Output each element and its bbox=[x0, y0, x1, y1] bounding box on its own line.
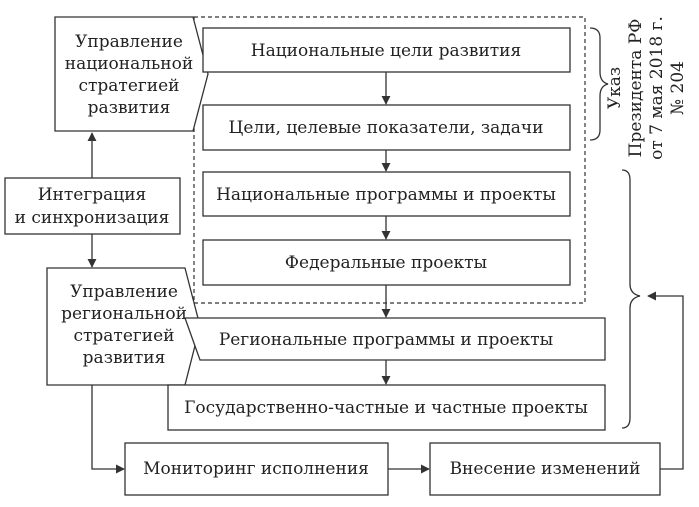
integration-line-1: Интеграция bbox=[38, 185, 147, 205]
national-management-line-4: развития bbox=[88, 98, 171, 118]
federal-projects-node: Федеральные проекты bbox=[202, 239, 571, 286]
goals-indicators-label: Цели, целевые показатели, задачи bbox=[229, 118, 544, 138]
national-goals-label: Национальные цели развития bbox=[251, 41, 521, 61]
national-management-line-2: национальной bbox=[65, 54, 193, 74]
regional-management-line-3: стратегией bbox=[73, 326, 174, 346]
regional-programs-node: Региональные программы и проекты bbox=[184, 317, 606, 361]
decree-line-3: от 7 мая 2018 г. bbox=[647, 16, 667, 160]
regional-management-line-2: региональной bbox=[61, 304, 187, 324]
regional-management-node: Управление региональной стратегией разви… bbox=[46, 267, 201, 386]
decree-line-1: Указ bbox=[605, 67, 625, 109]
decree-brace bbox=[589, 27, 609, 141]
integration-node: Интеграция и синхронизация bbox=[4, 177, 181, 235]
monitoring-label: Мониторинг исполнения bbox=[143, 459, 369, 479]
federal-projects-label: Федеральные проекты bbox=[285, 253, 487, 273]
regional-programs-label: Региональные программы и проекты bbox=[219, 330, 553, 350]
national-goals-node: Национальные цели развития bbox=[202, 27, 571, 73]
national-level-frame bbox=[193, 16, 586, 304]
integration-line-2: и синхронизация bbox=[15, 208, 170, 228]
ppp-projects-label: Государственно-частные и частные проекты bbox=[184, 398, 588, 418]
regional-management-line-1: Управление bbox=[70, 282, 178, 302]
decree-line-2: Президента РФ bbox=[626, 19, 646, 158]
national-programs-label: Национальные программы и проекты bbox=[216, 185, 556, 205]
ppp-projects-node: Государственно-частные и частные проекты bbox=[167, 384, 606, 431]
decree-label: Указ Президента РФ от 7 мая 2018 г. № 20… bbox=[605, 16, 688, 160]
monitoring-node: Мониторинг исполнения bbox=[124, 442, 389, 496]
goals-indicators-node: Цели, целевые показатели, задачи bbox=[202, 104, 571, 151]
national-management-node: Управление национальной стратегией разви… bbox=[54, 16, 209, 132]
decree-line-4: № 204 bbox=[668, 61, 688, 115]
arrow-regional-to-monitoring bbox=[91, 385, 125, 474]
arrow-changes-feedback bbox=[647, 291, 684, 470]
changes-node: Внесение изменений bbox=[429, 442, 661, 496]
changes-label: Внесение изменений bbox=[450, 459, 641, 479]
national-management-line-3: стратегией bbox=[78, 76, 179, 96]
national-management-line-1: Управление bbox=[75, 32, 183, 52]
regional-management-line-4: развития bbox=[83, 348, 166, 368]
levels-brace bbox=[621, 169, 641, 429]
national-programs-node: Национальные программы и проекты bbox=[202, 171, 571, 217]
